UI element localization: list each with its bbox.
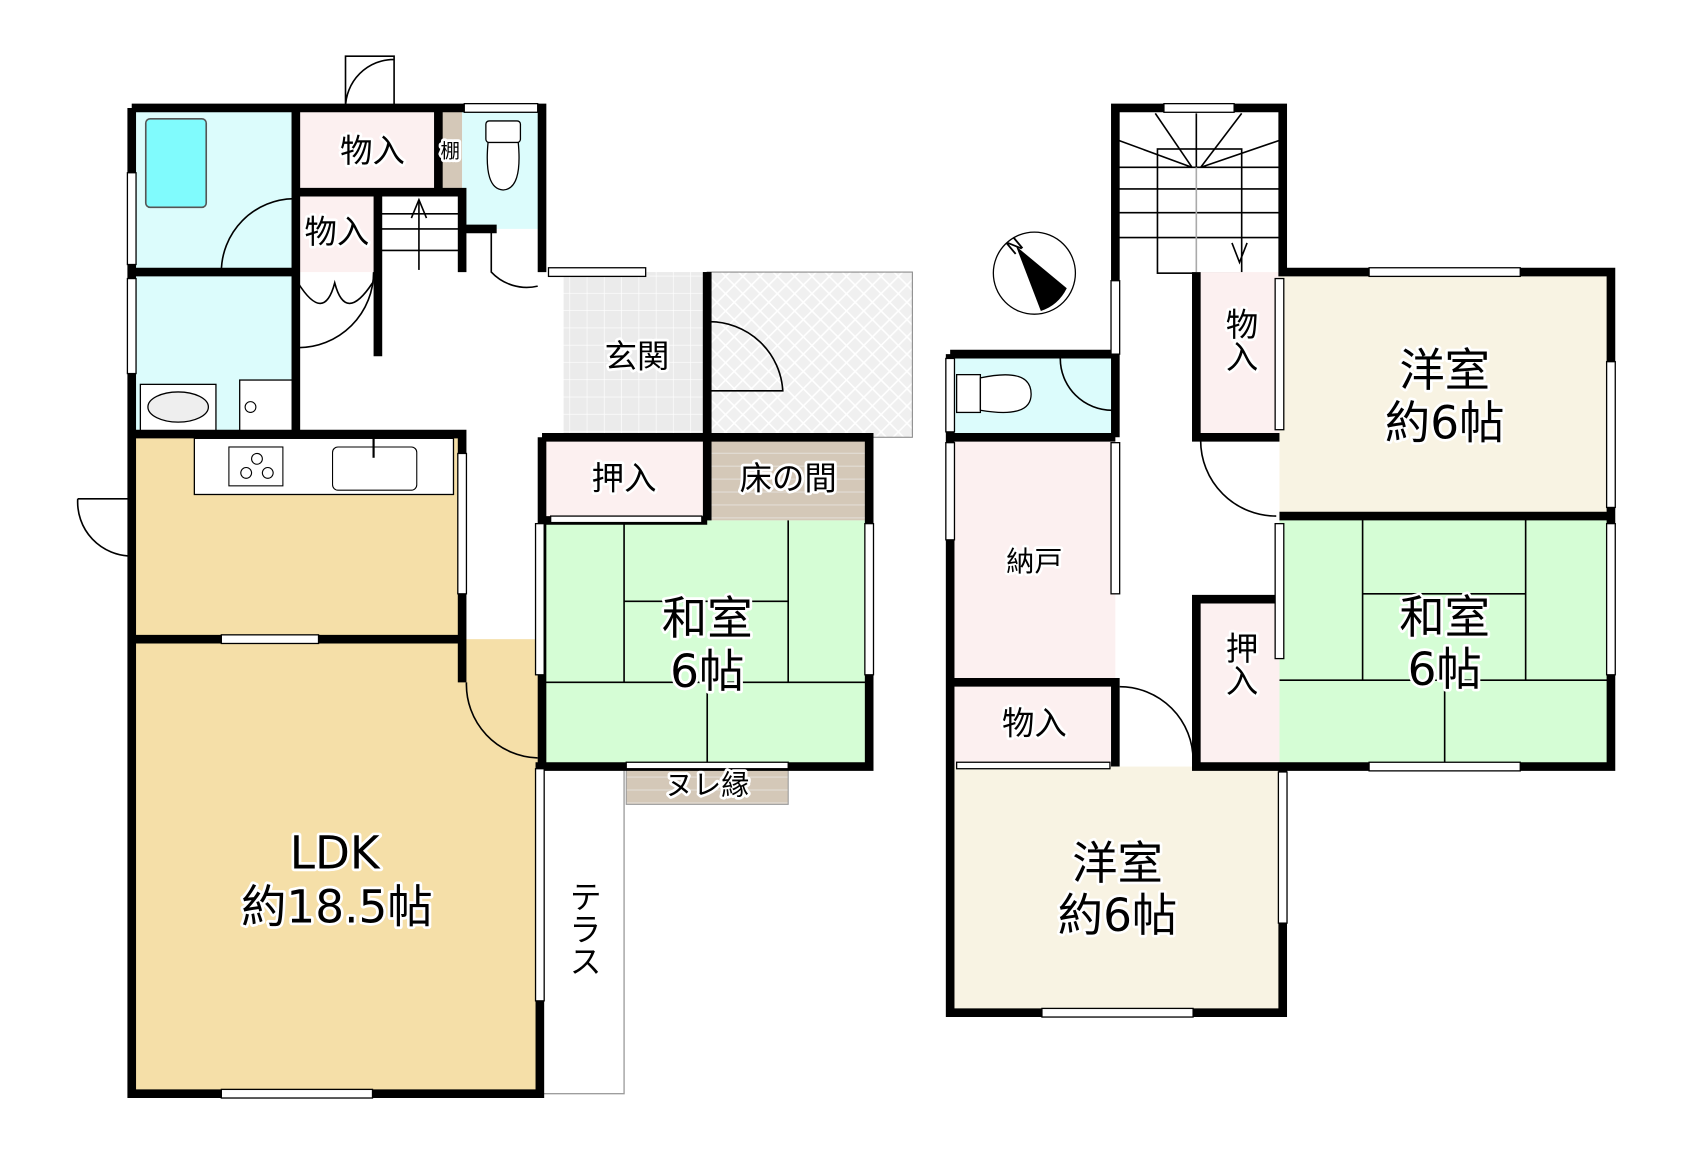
porch	[706, 271, 913, 438]
storage-left	[950, 682, 1116, 767]
label-closet: 押入	[592, 459, 657, 497]
label-storage-right-1: 物入	[1221, 308, 1259, 373]
label-nando: 納戸	[1006, 545, 1062, 578]
storage-top	[295, 107, 439, 193]
toilet-tank	[485, 120, 522, 144]
label-entrance: 玄関	[605, 337, 670, 375]
yoshitsu-bottom	[950, 766, 1283, 1013]
tatami-lines-2	[1279, 518, 1611, 767]
toilet-bowl	[486, 141, 520, 191]
label-storage-top: 物入	[340, 132, 405, 170]
tokonoma	[707, 437, 870, 521]
label-yoshitsu-top-name: 洋室	[1399, 344, 1490, 397]
label-tokonoma: 床の間	[740, 459, 837, 497]
label-storage-mid: 物入	[304, 213, 369, 251]
label-yoshitsu-top-size: 約6帖	[1385, 397, 1505, 450]
closet-floor1	[542, 437, 708, 521]
label-terrace: テラス	[564, 880, 602, 977]
label-shelf: 棚	[441, 140, 460, 163]
shelf	[438, 107, 463, 193]
label-washitsu-name: 和室	[662, 592, 753, 645]
label-yoshitsu-bottom-name: 洋室	[1072, 837, 1163, 890]
storage-mid	[295, 192, 378, 273]
yoshitsu-top	[1279, 272, 1611, 519]
veranda	[625, 766, 789, 805]
label-washitsu2-size: 6帖	[1408, 643, 1482, 696]
label-washitsu-size: 6帖	[670, 645, 744, 698]
terrace	[539, 765, 625, 1095]
ldk	[131, 639, 540, 1094]
label-closet-2: 押入	[1221, 632, 1259, 697]
floor-1: 物入 棚 物入 玄関 押入 床の間 和室 6帖 ヌレ縁 LDK 約18.5帖 テ…	[76, 55, 913, 1099]
label-ldk-name: LDK	[290, 826, 381, 879]
label-veranda: ヌレ縁	[665, 768, 749, 801]
label-ldk-size: 約18.5帖	[241, 880, 433, 933]
entrance-hall	[563, 272, 708, 435]
stove-icon	[228, 446, 284, 487]
floor-2: N	[945, 102, 1616, 1018]
doors-floor1	[76, 55, 784, 759]
closet-floor2	[1196, 599, 1280, 767]
storage-right	[1196, 272, 1280, 438]
washitsu-floor1	[542, 520, 870, 765]
stairs-floor2	[1118, 112, 1280, 274]
toilet-bowl-2	[979, 374, 1032, 414]
compass: N	[992, 231, 1077, 315]
bathtub	[144, 117, 208, 209]
washbasin-bowl	[147, 391, 210, 423]
tatami-lines	[542, 520, 870, 765]
nando	[950, 437, 1116, 683]
label-storage-left: 物入	[1002, 704, 1067, 742]
label-washitsu2-name: 和室	[1399, 591, 1490, 644]
doors-floor2	[1059, 358, 1277, 761]
label-yoshitsu-bottom-size: 約6帖	[1058, 889, 1178, 942]
stairs-floor1	[380, 197, 460, 270]
